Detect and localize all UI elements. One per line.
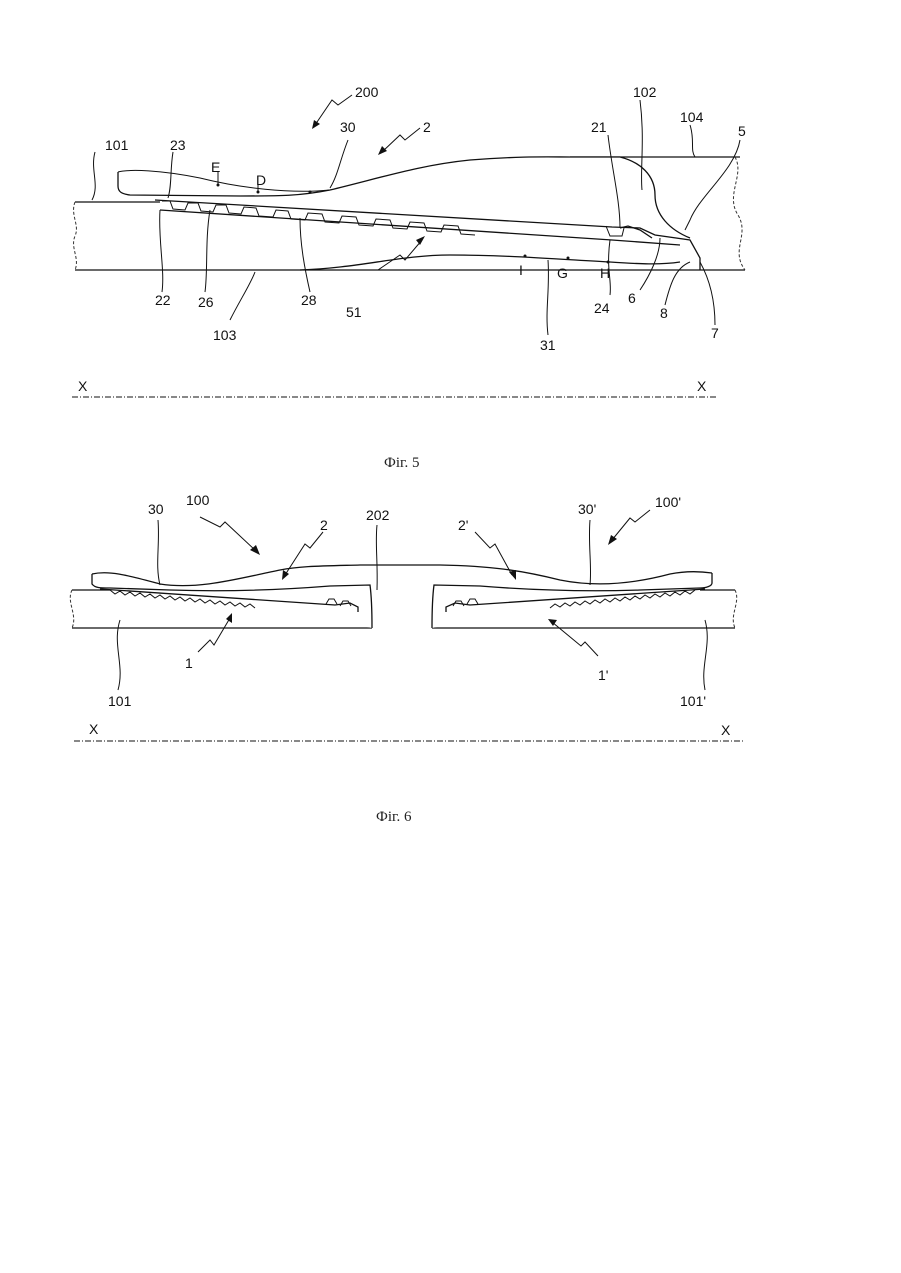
leader-30-fig6 (158, 520, 160, 585)
label-101-fig6: 101 (108, 693, 132, 709)
label-24: 24 (594, 300, 610, 316)
label-30-fig6: 30 (148, 501, 164, 517)
label-E: E (211, 159, 220, 175)
label-axis-x-right-fig6: X (721, 722, 731, 738)
label-30: 30 (340, 119, 356, 135)
label-1p: 1' (598, 667, 608, 683)
label-axis-x-left-fig6: X (89, 721, 99, 737)
point-I-marker (524, 255, 527, 258)
label-28: 28 (301, 292, 317, 308)
label-51: 51 (346, 304, 362, 320)
leader-100 (200, 517, 255, 550)
label-axis-x-right: X (697, 378, 707, 394)
leader-51 (378, 240, 422, 270)
pipe-101p-break-line (733, 590, 736, 628)
label-100: 100 (186, 492, 210, 508)
label-8: 8 (660, 305, 668, 321)
leader-202 (376, 525, 377, 590)
sleeve-31-outline (300, 255, 680, 270)
arrowhead-51 (416, 236, 425, 245)
leader-26 (205, 210, 210, 292)
leader-1 (198, 618, 230, 652)
pipe-101-break-line-fig6 (70, 590, 73, 628)
leader-31 (547, 260, 548, 335)
point-30-marker (309, 191, 312, 194)
pipe-102-break-line (733, 157, 745, 270)
leader-101p (704, 620, 708, 690)
label-202: 202 (366, 507, 390, 523)
figure-5-caption: Фіг. 5 (384, 455, 419, 471)
figure-5: 200 2 30 101 23 E D 21 102 104 5 22 26 2… (72, 84, 746, 471)
label-31: 31 (540, 337, 556, 353)
label-30p: 30' (578, 501, 596, 517)
label-H: H (600, 265, 610, 281)
leader-2 (382, 128, 420, 152)
leader-7 (700, 262, 715, 325)
pipe-101-break-line (74, 202, 77, 270)
label-23: 23 (170, 137, 186, 153)
label-D: D (256, 172, 266, 188)
leader-101-fig6 (117, 620, 120, 690)
label-104: 104 (680, 109, 704, 125)
figure-6: 30 100 202 2 2' 30' 100' 101 1 1' 101' X… (70, 492, 744, 825)
figure-6-caption: Фіг. 6 (376, 809, 412, 825)
label-G: G (557, 265, 568, 281)
label-101: 101 (105, 137, 129, 153)
leader-100p (612, 510, 650, 540)
leader-30p (589, 520, 590, 585)
label-102: 102 (633, 84, 657, 100)
leader-30 (330, 140, 348, 188)
arrowhead-1 (226, 613, 232, 623)
leader-103 (230, 272, 255, 320)
label-axis-x-left: X (78, 378, 88, 394)
leader-1p (552, 622, 598, 656)
arrowhead-2 (378, 146, 387, 155)
sleeve-top-curve-fig6 (92, 565, 712, 586)
label-103: 103 (213, 327, 237, 343)
label-5: 5 (738, 123, 746, 139)
label-6: 6 (628, 290, 636, 306)
label-101p: 101' (680, 693, 706, 709)
label-100p: 100' (655, 494, 681, 510)
arrowhead-200 (312, 120, 320, 129)
arrowhead-100p (608, 535, 617, 545)
label-I: I (519, 262, 523, 278)
label-7: 7 (711, 325, 719, 341)
label-26: 26 (198, 294, 214, 310)
label-200: 200 (355, 84, 379, 100)
label-1: 1 (185, 655, 193, 671)
point-G-marker (567, 257, 570, 260)
label-22: 22 (155, 292, 171, 308)
leader-8 (665, 262, 690, 305)
label-2-fig6: 2 (320, 517, 328, 533)
label-2p: 2' (458, 517, 468, 533)
leader-104 (690, 125, 695, 157)
leader-28 (300, 218, 310, 292)
label-21: 21 (591, 119, 607, 135)
label-2: 2 (423, 119, 431, 135)
leader-22 (160, 210, 163, 292)
arrowhead-2-fig6 (282, 570, 289, 580)
leader-101 (92, 152, 95, 200)
